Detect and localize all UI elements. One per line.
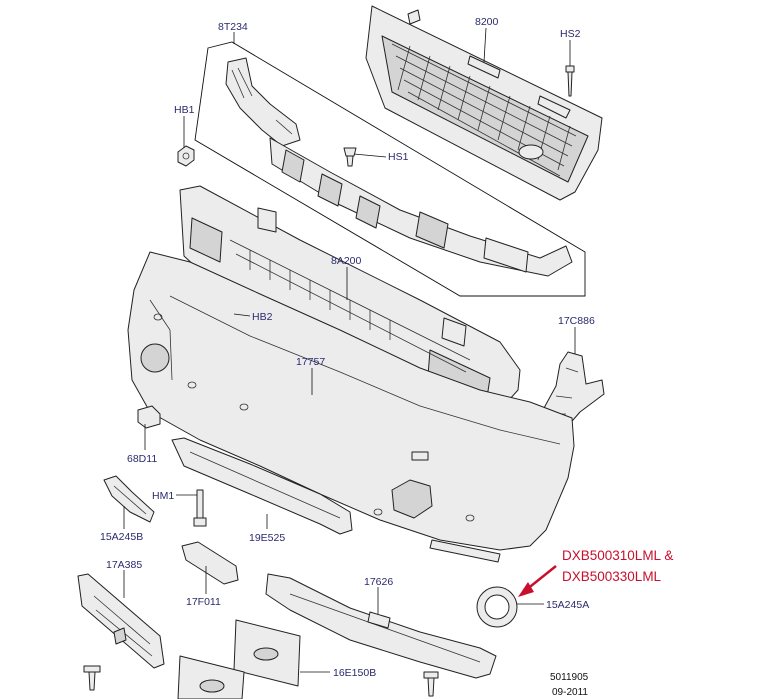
- grille-badge: [518, 144, 544, 160]
- plate-screw-left[interactable]: [83, 665, 101, 691]
- part-labels: 8T234 8200 HS2 HB1 HS1 8A200 HB2 17C886 …: [100, 16, 595, 679]
- grille-mesh: [391, 43, 577, 177]
- clip-68d11[interactable]: [137, 405, 161, 429]
- diagram-id: 5011905: [550, 672, 589, 683]
- grille[interactable]: [365, 5, 603, 201]
- part-number-annotation: DXB500310LML & DXB500330LML: [562, 548, 673, 584]
- annotation-line-2: DXB500330LML: [562, 569, 662, 584]
- label-hb2: HB2: [252, 311, 273, 323]
- clip-hs1[interactable]: [343, 147, 357, 167]
- diagram-footer: 5011905 09-2011: [550, 672, 589, 698]
- plate-screw-right[interactable]: [423, 671, 439, 697]
- label-8t234: 8T234: [218, 21, 248, 33]
- label-19e525: 19E525: [249, 532, 285, 544]
- stud-hm1[interactable]: [193, 489, 207, 527]
- leader-lines: [123, 27, 576, 673]
- label-68d11: 68D11: [127, 453, 157, 465]
- label-8200: 8200: [475, 16, 499, 28]
- annotation-line-1: DXB500310LML &: [562, 548, 673, 563]
- lower-trim[interactable]: [171, 437, 353, 535]
- diagram-date: 09-2011: [552, 687, 588, 698]
- nut-hb1[interactable]: [177, 145, 195, 167]
- bracket-15a245b[interactable]: [103, 475, 155, 523]
- label-hb1: HB1: [174, 104, 195, 116]
- annotation-arrow: [518, 565, 557, 597]
- label-15a245a: 15A245A: [546, 599, 589, 611]
- label-17757: 17757: [296, 356, 325, 368]
- label-hs2: HS2: [560, 28, 581, 40]
- licence-plate-16e150b[interactable]: [177, 619, 301, 699]
- lower-strip[interactable]: [265, 573, 497, 679]
- screw-hs2[interactable]: [565, 65, 575, 97]
- label-15a245b: 15A245B: [100, 531, 143, 543]
- label-17a385: 17A385: [106, 559, 142, 571]
- label-17f011: 17F011: [186, 596, 221, 608]
- foglamp-ring[interactable]: [476, 586, 518, 628]
- bracket-beam[interactable]: [225, 57, 573, 277]
- label-17c886: 17C886: [558, 315, 595, 327]
- label-16e150b: 16E150B: [333, 667, 376, 679]
- cover-17f011[interactable]: [181, 541, 239, 585]
- plate-badge-upper: [253, 647, 279, 661]
- label-hm1: HM1: [152, 490, 174, 502]
- left-foglamp-opening: [140, 343, 170, 373]
- label-17626: 17626: [364, 576, 393, 588]
- right-foglamp-opening: [391, 479, 433, 519]
- bracket-group-frame: [194, 41, 586, 297]
- label-hs1: HS1: [388, 151, 409, 163]
- licence-plate-bracket[interactable]: [77, 573, 165, 669]
- bumper-cover[interactable]: [127, 251, 575, 563]
- plate-badge-lower: [199, 679, 225, 693]
- label-8a200: 8A200: [331, 255, 362, 267]
